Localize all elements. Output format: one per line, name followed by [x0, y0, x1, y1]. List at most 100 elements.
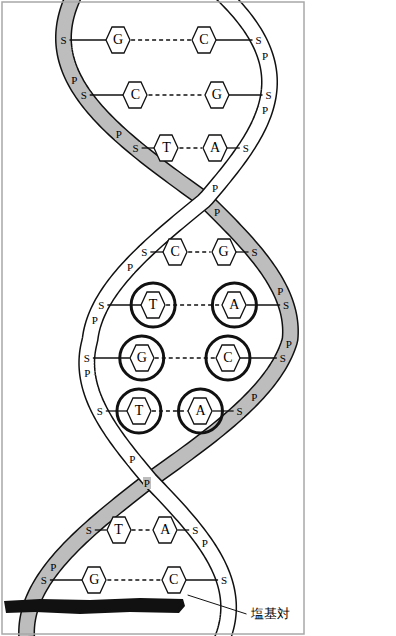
- base-node: A: [222, 292, 246, 318]
- backbone-label: S: [132, 142, 140, 154]
- base-letter: C: [223, 346, 232, 370]
- base-letter: T: [149, 293, 158, 317]
- sugar-tie: [70, 39, 107, 40]
- sugar-tie: [229, 94, 263, 95]
- image-frame: [2, 2, 304, 634]
- base-node: G: [212, 239, 236, 265]
- base-node: G: [82, 567, 106, 593]
- base-letter: G: [212, 83, 222, 107]
- front-strand: [87, 0, 270, 636]
- base-letter: T: [114, 518, 123, 542]
- base-letter: A: [195, 399, 205, 423]
- backbone-label: P: [70, 74, 78, 86]
- backbone-label: P: [285, 338, 293, 350]
- base-hexagon: [82, 567, 106, 593]
- base-hexagon: [154, 135, 178, 161]
- sugar-tie: [246, 304, 280, 305]
- base-hexagon: [212, 239, 236, 265]
- base-node: C: [162, 567, 186, 593]
- base-hexagon: [222, 292, 246, 318]
- backbone-label: P: [83, 367, 91, 379]
- base-letter: G: [89, 568, 99, 592]
- backbone-label: S: [140, 246, 148, 258]
- backbone-label: S: [220, 574, 228, 586]
- backbone-label: S: [97, 299, 105, 311]
- backbone-label: S: [83, 352, 91, 364]
- base-letter: A: [160, 518, 170, 542]
- backbone-label: S: [279, 352, 287, 364]
- sugar-tie: [150, 251, 163, 252]
- base-node: T: [141, 292, 165, 318]
- base-letter: A: [229, 293, 239, 317]
- base-letter: C: [131, 83, 140, 107]
- hydrogen-bond: [179, 147, 201, 148]
- backbone-label: P: [211, 182, 219, 194]
- base-hexagon: [205, 82, 229, 108]
- backbone-label: S: [250, 246, 258, 258]
- base-hexagon: [123, 82, 147, 108]
- sugar-tie: [93, 357, 130, 358]
- backbone-label: P: [250, 391, 258, 403]
- base-node: A: [203, 135, 227, 161]
- backbone-label: P: [261, 104, 269, 116]
- backbone-label: S: [236, 405, 244, 417]
- sugar-tie: [240, 357, 277, 358]
- base-node: G: [106, 27, 130, 53]
- base-node: C: [163, 239, 187, 265]
- callout-label: 塩基対: [250, 606, 291, 622]
- sugar-tie: [95, 529, 107, 530]
- hydrogen-bond: [148, 94, 203, 95]
- base-hexagon: [163, 239, 187, 265]
- redaction-scribble: [4, 598, 185, 614]
- sugar-tie: [227, 147, 240, 148]
- base-letter: T: [162, 136, 171, 160]
- base-hexagon: [153, 517, 177, 543]
- sugar-tie: [236, 251, 249, 252]
- back-strand: [27, 0, 291, 636]
- sugar-tie: [186, 579, 218, 580]
- backbone-label: S: [282, 299, 290, 311]
- front-strand-edge: [87, 0, 270, 636]
- base-letter: A: [210, 136, 220, 160]
- backbone-label: P: [213, 206, 221, 218]
- backbone-label: P: [91, 314, 99, 326]
- base-node: A: [188, 398, 212, 424]
- hydrogen-bond: [132, 529, 153, 530]
- base-node: T: [107, 517, 131, 543]
- backbone-label: S: [96, 405, 104, 417]
- backbone-label: S: [59, 34, 67, 46]
- base-node: G: [205, 82, 229, 108]
- sugar-tie: [177, 529, 189, 530]
- base-letter: T: [135, 399, 144, 423]
- backbone-label: S: [191, 524, 199, 536]
- sugar-tie: [50, 579, 82, 580]
- base-hexagon: [216, 345, 240, 371]
- leader-line: [188, 595, 247, 614]
- base-hexagon: [162, 567, 186, 593]
- backbone-label: P: [143, 477, 151, 489]
- sugar-tie: [107, 304, 141, 305]
- base-node: C: [216, 345, 240, 371]
- highlight-circle: [178, 389, 222, 433]
- base-hexagon: [192, 27, 216, 53]
- base-node: A: [153, 517, 177, 543]
- base-hexagon: [106, 27, 130, 53]
- base-node: C: [123, 82, 147, 108]
- backbone-label: P: [49, 561, 57, 573]
- hydrogen-bond: [188, 251, 210, 252]
- base-letter: G: [137, 346, 147, 370]
- base-node: C: [192, 27, 216, 53]
- base-letter: C: [169, 568, 178, 592]
- hydrogen-bond: [166, 304, 221, 305]
- backbone-label: P: [261, 50, 269, 62]
- sugar-tie: [216, 39, 253, 40]
- base-node: T: [154, 135, 178, 161]
- backbone-label: S: [85, 524, 93, 536]
- backbone-label: S: [264, 89, 272, 101]
- backbone-label: P: [126, 261, 134, 273]
- backbone-label: S: [40, 574, 48, 586]
- backbone-label: P: [201, 537, 209, 549]
- base-node: T: [127, 398, 151, 424]
